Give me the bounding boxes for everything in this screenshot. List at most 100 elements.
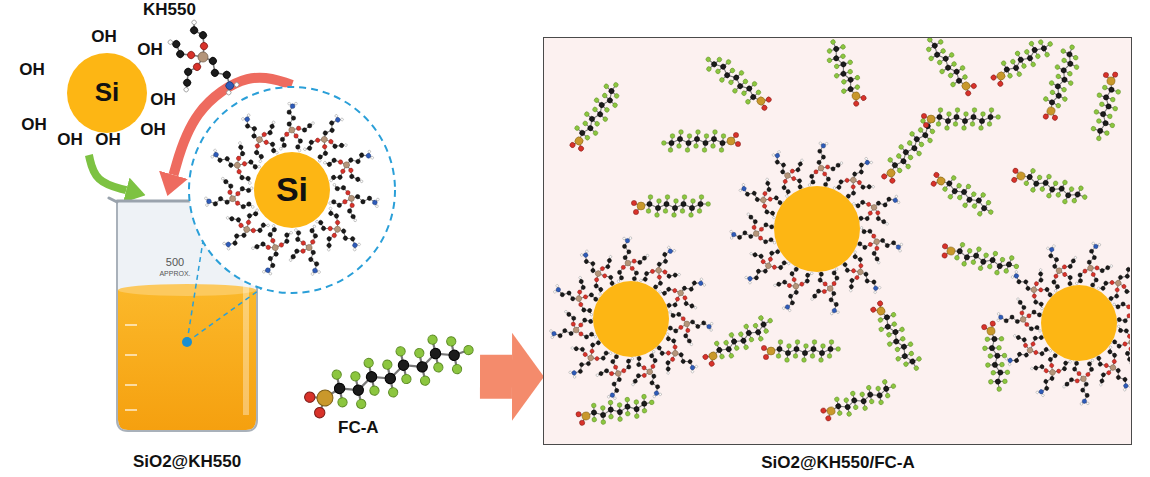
atom: [314, 261, 319, 266]
atom: [340, 168, 346, 174]
atom: [205, 204, 208, 207]
atom: [900, 343, 907, 350]
atom: [613, 82, 619, 88]
atom: [266, 245, 271, 250]
atom: [282, 143, 286, 147]
atom: [225, 241, 232, 248]
atom: [703, 283, 706, 286]
atom: [351, 214, 356, 219]
atom: [682, 295, 688, 301]
atom: [673, 249, 676, 252]
atom: [363, 357, 375, 369]
atom: [549, 329, 552, 332]
atom: [290, 104, 295, 109]
atom: [375, 205, 378, 208]
atom: [977, 211, 983, 217]
atom: [376, 198, 379, 201]
silica-sphere: [67, 53, 147, 133]
atom: [252, 164, 258, 170]
atom: [1055, 83, 1062, 90]
atom: [1035, 53, 1041, 59]
atom: [840, 70, 847, 77]
fluoro-glyph: [575, 393, 657, 429]
atom: [359, 152, 365, 158]
atom: [345, 190, 350, 195]
atom: [270, 238, 275, 243]
atom: [227, 190, 232, 195]
atom: [687, 359, 693, 365]
atom: [681, 316, 686, 321]
atom: [802, 350, 807, 355]
atom: [579, 279, 584, 284]
atom: [819, 358, 824, 363]
atom: [295, 102, 298, 105]
atom: [684, 321, 690, 327]
atom: [859, 391, 865, 397]
atom: [695, 365, 699, 369]
atom: [598, 371, 603, 376]
panel-illustration: [544, 38, 1130, 443]
atom: [564, 310, 567, 313]
atom: [269, 123, 275, 129]
atom: [189, 25, 199, 35]
atom: [451, 363, 463, 375]
atom: [242, 161, 248, 167]
atom: [267, 232, 272, 237]
atom: [352, 242, 359, 249]
atom: [255, 135, 263, 143]
silane-glyph: [615, 236, 650, 284]
atom: [836, 347, 841, 352]
atom: [976, 246, 982, 252]
atom: [226, 89, 232, 95]
atom: [697, 209, 702, 214]
atom: [353, 248, 357, 252]
atom: [972, 108, 977, 113]
atom: [931, 42, 938, 49]
fluoro-glyph: [987, 38, 1058, 91]
atom: [785, 350, 790, 355]
atom: [777, 346, 782, 351]
atom: [229, 195, 236, 202]
atom: [683, 301, 689, 307]
atom: [641, 365, 646, 370]
atom: [942, 55, 949, 62]
atom: [979, 118, 984, 123]
atom: [944, 64, 951, 71]
atom: [636, 373, 641, 378]
atom: [994, 270, 1000, 276]
atom: [600, 405, 605, 410]
atom: [413, 347, 425, 359]
atom: [954, 114, 959, 119]
atom: [880, 238, 885, 243]
atom: [327, 248, 331, 252]
atom: [851, 91, 862, 102]
atom: [675, 296, 681, 302]
atom: [263, 139, 269, 145]
silane-glyph: [322, 142, 382, 195]
atom: [1000, 257, 1006, 263]
atom: [966, 196, 973, 203]
atom: [941, 252, 947, 258]
atom: [1005, 370, 1010, 375]
atom: [997, 80, 1004, 87]
atom: [241, 204, 246, 209]
atom: [579, 129, 586, 136]
atom: [592, 417, 597, 422]
atom: [871, 234, 876, 239]
atom: [711, 136, 716, 141]
atom: [1074, 64, 1080, 70]
atom: [835, 403, 842, 410]
atom: [930, 180, 937, 187]
atom: [329, 202, 332, 205]
atom: [295, 237, 300, 242]
atom: [285, 132, 289, 136]
atom: [644, 271, 650, 277]
atom: [745, 329, 752, 336]
atom: [826, 48, 832, 54]
atom: [876, 306, 887, 317]
atom: [344, 143, 348, 147]
silica-core: [254, 152, 330, 228]
atom: [947, 112, 952, 117]
atom: [841, 88, 847, 94]
atom: [715, 68, 721, 74]
